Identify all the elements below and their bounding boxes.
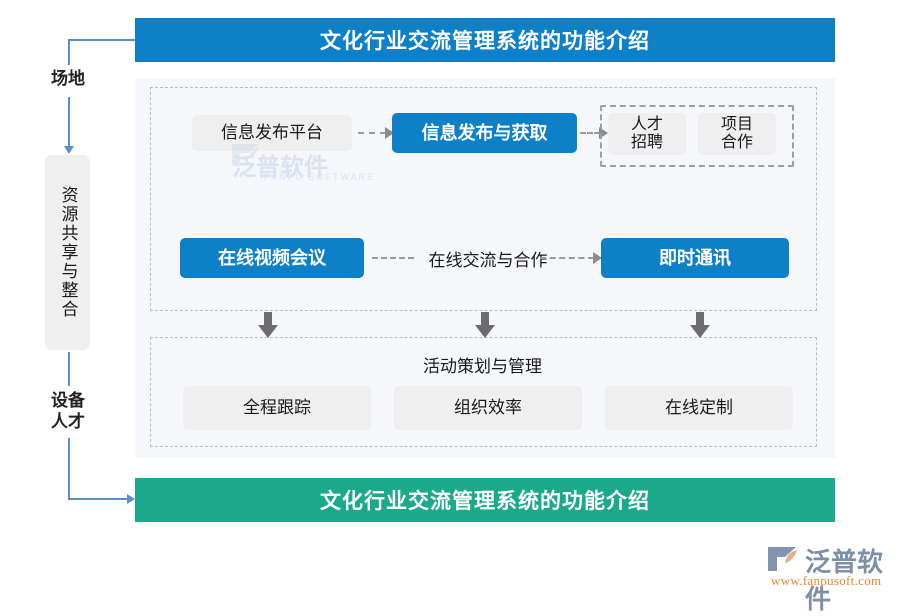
header-banner: 文化行业交流管理系统的功能介绍 — [135, 18, 835, 62]
arrow-video-to-label — [372, 252, 414, 264]
node-instant-messaging[interactable]: 即时通讯 — [601, 238, 789, 278]
brand-logo: 泛普软件 www.fanpusoft.com — [765, 542, 895, 614]
flow-connector-top-corner — [68, 39, 70, 65]
arrow-shaft — [264, 312, 272, 326]
down-arrow-icon-2 — [475, 312, 495, 338]
footer-banner: 文化行业交流管理系统的功能介绍 — [135, 478, 835, 522]
node-talent-line1: 人才 — [630, 115, 663, 133]
node-online-video-conference[interactable]: 在线视频会议 — [180, 238, 364, 278]
arrow-shaft — [696, 312, 704, 326]
node-full-process-tracking[interactable]: 全程跟踪 — [183, 386, 371, 430]
label-online-collaboration: 在线交流与合作 — [428, 250, 548, 270]
flow-connector-bottom-head — [127, 494, 135, 504]
flow-connector-bottom-vertical — [68, 438, 70, 500]
arrow-line — [580, 132, 600, 134]
node-talent-line2: 招聘 — [630, 134, 663, 151]
arrow-line — [372, 257, 414, 259]
left-flow-column: 场地 资源共享与整合 设备 人才 — [0, 0, 138, 600]
flow-arrow-venue-shaft — [68, 97, 70, 147]
node-info-publish-and-acquire[interactable]: 信息发布与获取 — [392, 113, 577, 153]
brand-url: www.fanpusoft.com — [771, 573, 882, 588]
node-project-cooperation[interactable]: 项目 合作 — [698, 113, 776, 155]
flow-label-venue: 场地 — [51, 69, 85, 88]
flow-label-equipment-line1: 设备 — [51, 391, 85, 410]
resource-box — [45, 155, 90, 350]
top-section-container — [150, 87, 817, 311]
arrow-head — [258, 325, 278, 338]
down-arrow-icon-1 — [258, 312, 278, 338]
outputs-group-container — [600, 105, 794, 167]
resource-box-label: 资源共享与整合 — [58, 186, 78, 319]
node-talent-recruitment[interactable]: 人才 招聘 — [608, 113, 686, 155]
arrow-head — [690, 325, 710, 338]
arrow-head-icon — [593, 252, 602, 264]
arrow-line — [540, 257, 594, 259]
arrow-head — [475, 325, 495, 338]
node-project-line2: 合作 — [720, 134, 753, 151]
node-project-line1: 项目 — [720, 115, 753, 133]
node-organization-efficiency[interactable]: 组织效率 — [394, 386, 582, 430]
arrow-label-to-im — [540, 252, 602, 264]
node-info-publish-platform[interactable]: 信息发布平台 — [192, 115, 352, 151]
arrow-head-icon — [599, 127, 608, 139]
down-arrow-icon-3 — [690, 312, 710, 338]
arrow-head-icon — [385, 127, 394, 139]
arrow-shaft — [481, 312, 489, 326]
arrow-line — [358, 132, 386, 134]
section-title-activity-planning: 活动策划与管理 — [423, 356, 542, 376]
brand-logo-icon — [768, 547, 797, 571]
flow-label-equipment: 设备 人才 — [28, 390, 108, 433]
node-online-customization[interactable]: 在线定制 — [605, 386, 793, 430]
arrow-platform-to-publish — [358, 127, 394, 139]
flow-connector-resource-to-equipment — [68, 352, 70, 386]
flow-connector-top-horizontal — [68, 39, 138, 41]
flow-arrow-venue-head — [64, 146, 74, 154]
flow-connector-bottom-horizontal — [68, 498, 130, 500]
arrow-publish-to-outputs — [580, 127, 608, 139]
flow-label-equipment-line2: 人才 — [51, 412, 85, 432]
